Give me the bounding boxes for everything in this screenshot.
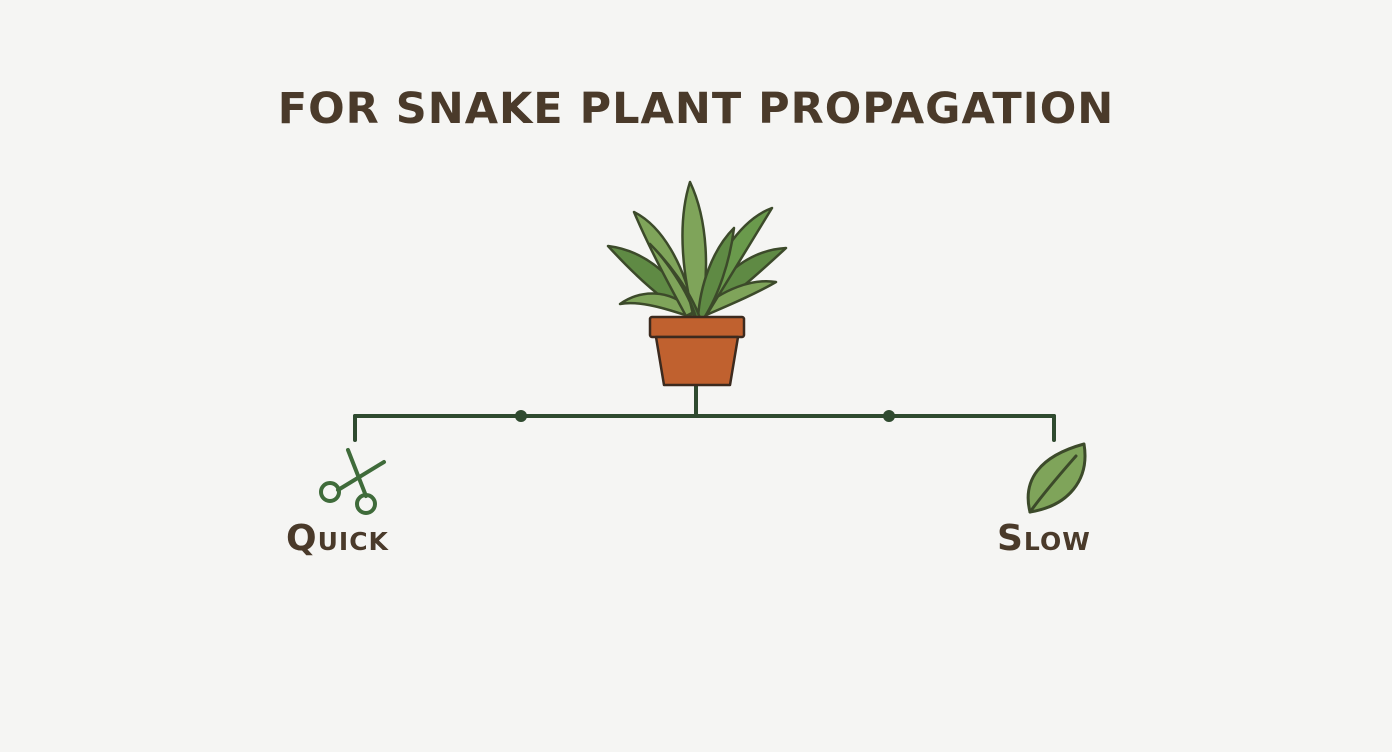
quick-label: Quick	[286, 518, 389, 559]
leaf-icon	[1026, 442, 1087, 514]
right-node-dot	[883, 410, 895, 422]
left-node-dot	[515, 410, 527, 422]
scissors-icon	[319, 448, 386, 515]
page-title: FOR SNAKE PLANT PROPAGATION	[277, 84, 1115, 134]
connector-lines	[353, 384, 1056, 442]
potted-snake-plant-icon	[606, 180, 788, 387]
slow-label: Slow	[997, 518, 1091, 559]
